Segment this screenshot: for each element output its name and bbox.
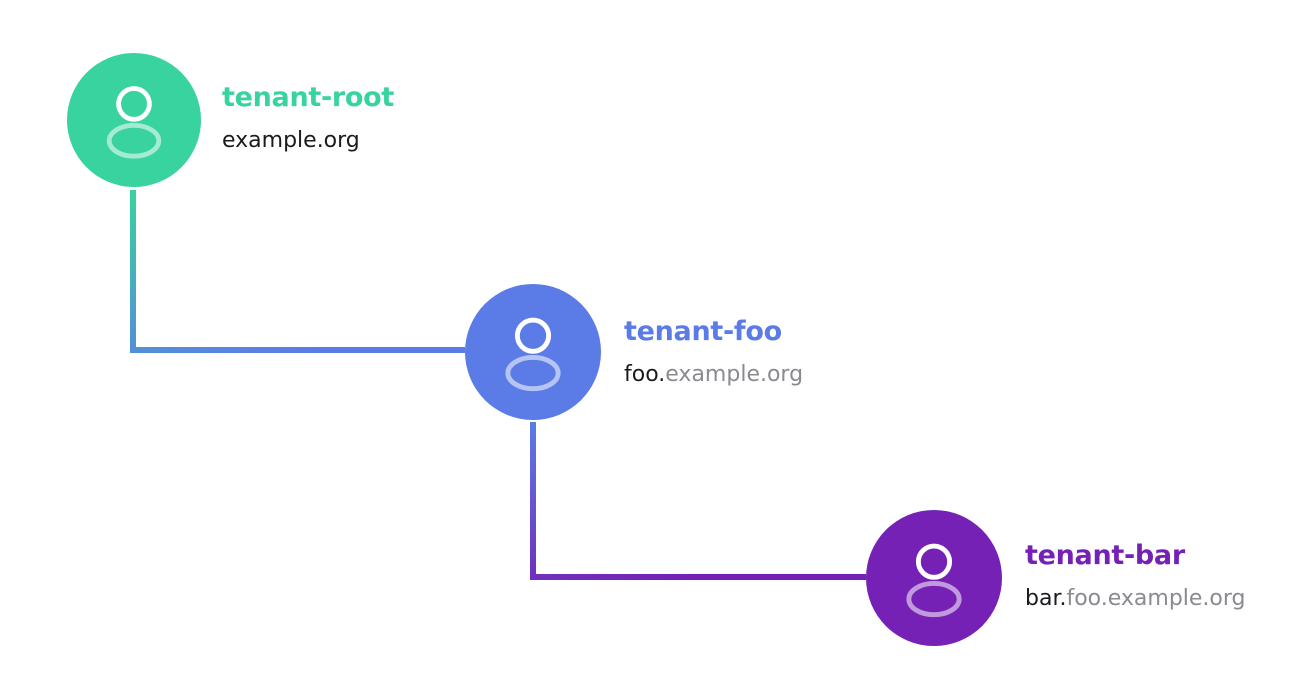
domain-prefix-tenant-root: example.org: [222, 128, 360, 153]
person-head-icon: [116, 86, 152, 122]
avatar-tenant-bar[interactable]: [866, 510, 1002, 646]
node-title-tenant-root: tenant-root: [222, 82, 395, 113]
person-head-icon: [514, 317, 552, 354]
node-title-tenant-foo: tenant-foo: [624, 316, 782, 347]
avatar-tenant-foo[interactable]: [465, 284, 601, 420]
connector-foo-to-bar: [530, 422, 866, 580]
person-body-icon: [106, 122, 162, 159]
person-body-icon: [505, 354, 561, 392]
label-group-tenant-root: tenant-root example.org: [222, 84, 394, 152]
node-domain-tenant-foo: foo.example.org: [624, 364, 803, 386]
person-icon: [866, 510, 1002, 646]
domain-prefix-tenant-foo: foo.: [624, 362, 666, 387]
person-icon: [67, 53, 201, 187]
person-head-icon: [915, 543, 953, 580]
label-group-tenant-bar: tenant-bar bar.foo.example.org: [1025, 542, 1246, 610]
connector-root-to-foo: [130, 190, 465, 353]
node-domain-tenant-root: example.org: [222, 130, 394, 152]
label-group-tenant-foo: tenant-foo foo.example.org: [624, 318, 803, 386]
node-title-tenant-bar: tenant-bar: [1025, 540, 1185, 571]
domain-prefix-tenant-bar: bar.: [1025, 586, 1067, 611]
person-body-icon: [906, 580, 962, 618]
domain-suffix-tenant-foo: example.org: [665, 362, 804, 387]
avatar-tenant-root[interactable]: [67, 53, 201, 187]
domain-suffix-tenant-bar: foo.example.org: [1066, 586, 1246, 611]
person-icon: [465, 284, 601, 420]
node-domain-tenant-bar: bar.foo.example.org: [1025, 588, 1246, 610]
